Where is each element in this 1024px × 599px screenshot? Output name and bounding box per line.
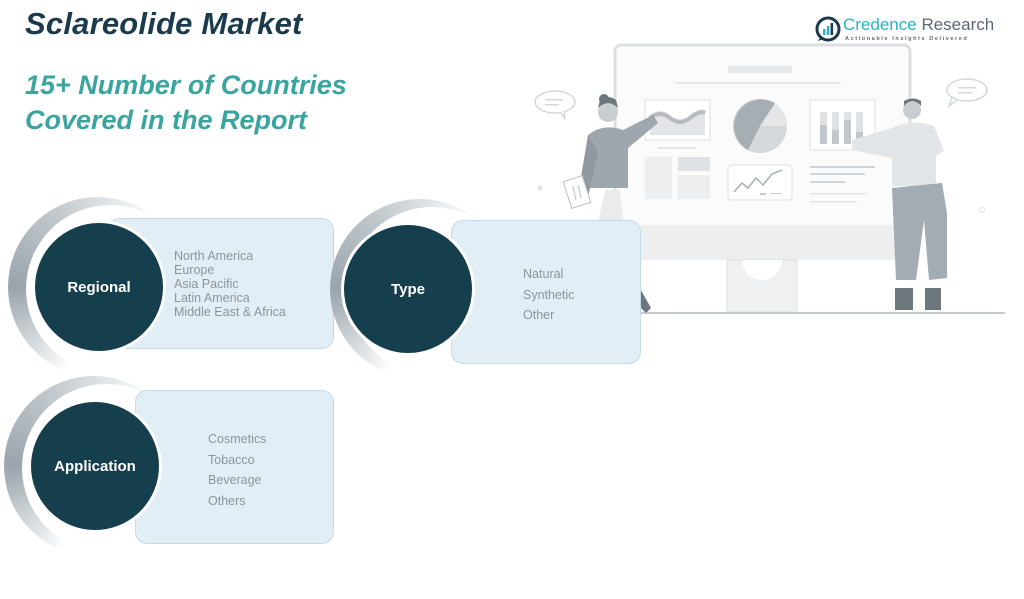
list-item: Asia Pacific: [174, 277, 239, 291]
bar-chart-speech-bubble-icon: [815, 16, 841, 42]
presentation-illustration: [520, 43, 1005, 314]
regional-items-list: North America Europe Asia Pacific Latin …: [174, 249, 286, 319]
list-item: Middle East & Africa: [174, 305, 286, 319]
regional-circle: Regional: [32, 220, 166, 354]
list-item: North America: [174, 249, 254, 263]
list-item: Other: [523, 308, 555, 322]
list-item: Tobacco: [208, 452, 255, 467]
list-item: Europe: [174, 263, 215, 277]
application-items-list: Cosmetics Tobacco Beverage Others: [208, 429, 266, 511]
list-item: Cosmetics: [208, 432, 267, 446]
segment-label: Regional: [67, 278, 131, 296]
type-items-list: Natural Synthetic Other: [523, 264, 574, 326]
type-circle: Type: [341, 222, 475, 356]
logo-tagline: Actionable Insights Delivered: [845, 36, 969, 42]
application-circle: Application: [28, 399, 162, 533]
countries-covered-heading: 15+ Number of Countries Covered in the R…: [25, 68, 347, 138]
list-item: Synthetic: [523, 287, 575, 302]
list-item: Beverage: [208, 473, 262, 487]
logo-name: Credence Research: [843, 15, 995, 34]
application-items-box: [135, 390, 334, 544]
subtitle-line-1: 15+ Number of Countries: [25, 70, 347, 100]
list-item: Natural: [523, 267, 564, 281]
segment-label: Application: [54, 457, 136, 475]
segment-label: Type: [391, 280, 425, 298]
list-item: Latin America: [174, 291, 250, 305]
page-title: Sclareolide Market: [25, 6, 303, 41]
credence-research-logo: Credence Research Actionable Insights De…: [815, 15, 1005, 47]
subtitle-line-2: Covered in the Report: [25, 105, 308, 135]
type-items-box: [451, 220, 641, 364]
list-item: Others: [208, 493, 246, 508]
